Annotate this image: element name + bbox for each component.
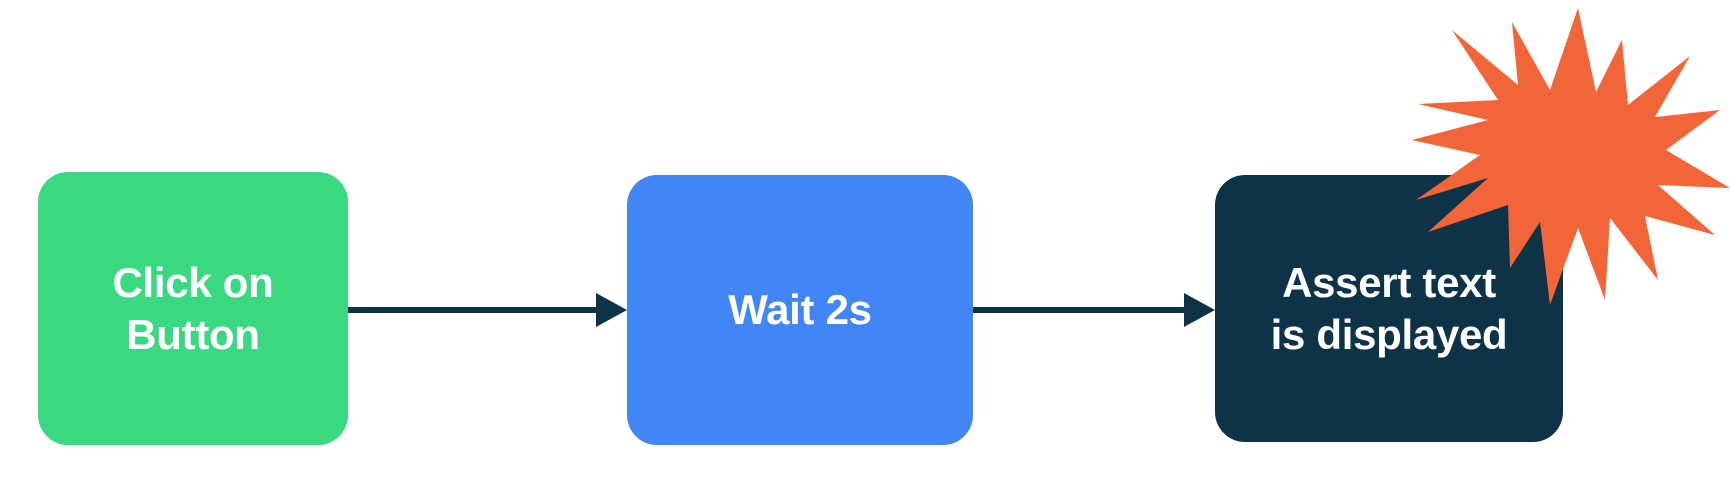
arrow-head-icon [1184,293,1215,327]
flow-node-label: Click on Button [112,259,274,358]
flow-node-assert-text-is-displayed[interactable]: Assert text is displayed [1215,175,1563,442]
starburst-icon [1412,8,1730,305]
flow-node-wait-2s[interactable]: Wait 2s [627,175,973,445]
flow-node-click-on-button[interactable]: Click on Button [38,172,348,445]
flow-node-label: Assert text is displayed [1270,259,1508,358]
flow-node-label: Wait 2s [728,286,872,334]
arrow-click-to-wait [348,293,627,327]
arrow-wait-to-assert [973,293,1215,327]
arrow-head-icon [596,293,627,327]
